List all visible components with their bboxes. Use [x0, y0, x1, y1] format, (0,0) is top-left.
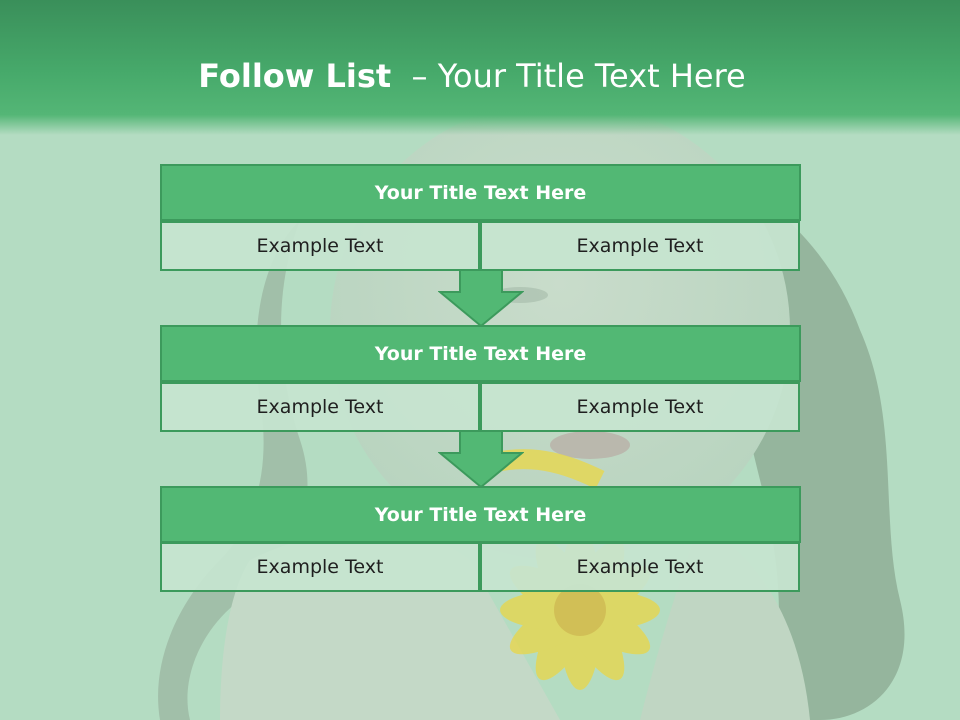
slide-title-bold: Follow List [198, 57, 392, 95]
down-arrow-icon [438, 430, 524, 489]
block-cell-left: Example Text [160, 221, 480, 271]
block-cell-right: Example Text [480, 542, 800, 592]
slide-title: Follow List – Your Title Text Here [0, 55, 944, 97]
title-band [0, 0, 960, 135]
block-title: Your Title Text Here [160, 325, 801, 382]
block-cell-left: Example Text [160, 542, 480, 592]
block-title: Your Title Text Here [160, 164, 801, 221]
down-arrow-icon [438, 269, 524, 328]
block-cell-right: Example Text [480, 221, 800, 271]
block-cell-left: Example Text [160, 382, 480, 432]
block-cell-right: Example Text [480, 382, 800, 432]
slide-title-rest: – Your Title Text Here [391, 57, 746, 95]
block-title: Your Title Text Here [160, 486, 801, 543]
